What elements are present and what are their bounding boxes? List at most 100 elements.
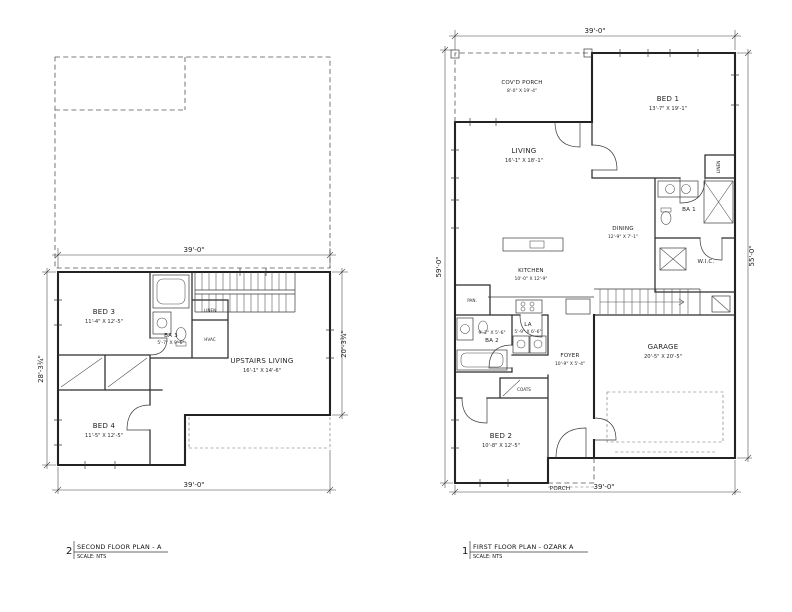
room-label-bed1: BED 1: [657, 95, 680, 103]
room-size-living: 16'-1" X 18'-1": [505, 158, 543, 164]
covered-porch-outline: [454, 52, 592, 122]
room-label-porch: PORCH: [550, 486, 571, 492]
burner: [529, 306, 535, 312]
room-size-bed3: 11'-4" X 12'-5": [85, 319, 123, 325]
room-label-living: LIVING: [512, 147, 537, 155]
dim-left: 28'-3¾": [37, 355, 45, 383]
burner: [520, 306, 526, 312]
stairs-treads: [599, 289, 689, 314]
plan-scale: SCALE: NTS: [473, 554, 502, 560]
roof-outline: [54, 56, 331, 269]
title-divider: [73, 541, 168, 559]
room-size-bed4: 11'-5" X 12'-5": [85, 433, 123, 439]
dimension-lines: [440, 30, 752, 496]
refrigerator: [565, 298, 591, 315]
room-label-foyer: FOYER: [560, 353, 579, 359]
exterior-wall: [453, 51, 737, 485]
room-label-kitchen: KITCHEN: [518, 268, 544, 274]
sink: [665, 184, 675, 194]
door-arc: [126, 404, 151, 431]
garage-door-arc: [593, 417, 617, 441]
washer-door: [516, 339, 526, 349]
door-arc: [461, 397, 488, 424]
built-in-x: [659, 247, 687, 271]
interior-walls: [57, 271, 229, 466]
sink: [681, 184, 691, 194]
dim-right: 55'-0": [748, 245, 756, 266]
range: [515, 299, 543, 314]
room-label-ba1: BA 1: [682, 207, 696, 213]
room-label-garage: GARAGE: [648, 343, 679, 351]
room-size-kitchen: 10'-0" X 12'-9": [515, 276, 548, 282]
room-size-upstairs-living: 16'-1" X 14'-6": [243, 368, 281, 374]
tub: [152, 274, 190, 309]
tub: [456, 349, 508, 371]
built-in-cabinet: [659, 247, 687, 271]
dryer-door: [533, 339, 543, 349]
plan-title: FIRST FLOOR PLAN - OZARK A: [473, 543, 574, 551]
room-label-ba3: BA 3: [164, 333, 178, 339]
stairs-arrow: [600, 298, 685, 306]
room-label-wic: W.I.C.: [698, 259, 715, 265]
lower-roof-dashed: [188, 417, 331, 449]
washer: [512, 335, 530, 354]
room-label-ba2: BA 2: [485, 338, 499, 344]
room-label-hvac: HVAC: [204, 337, 216, 342]
room-label-pan: PAN.: [467, 298, 477, 303]
toilet-tank: [660, 207, 672, 213]
door-arc: [679, 177, 706, 204]
room-size-la: 5'-9" X 6'-6": [514, 329, 541, 335]
room-size-bed1: 13'-7" X 19'-1": [649, 106, 687, 112]
sheet-number: 2: [66, 546, 72, 557]
island-sink: [529, 240, 545, 249]
interior-walls: [454, 121, 736, 459]
room-size-bed2: 10'-8" X 12'-5": [482, 443, 520, 449]
dim-top: 39'-0": [183, 246, 204, 254]
room-label-bed2: BED 2: [490, 432, 513, 440]
shower: [703, 180, 734, 224]
room-size-dining: 12'-9" X 7'-1": [608, 234, 638, 240]
window-ticks: [54, 268, 334, 469]
room-label-dining: DINING: [612, 226, 634, 232]
stairs-treads: [201, 272, 287, 312]
door-arc: [488, 344, 513, 369]
closet-lines: [502, 379, 521, 397]
kitchen-island: [502, 237, 564, 252]
toilet: [478, 320, 488, 334]
stairs-outline: [194, 272, 296, 313]
water-heater: [711, 295, 731, 313]
sink: [460, 324, 470, 334]
vanity: [152, 311, 172, 335]
room-label-linen: LINEN: [204, 308, 216, 313]
dim-top: 39'-0": [584, 27, 605, 35]
burner: [520, 301, 526, 307]
dimension-lines: [42, 248, 348, 494]
stairs-outline: [594, 288, 701, 315]
dim-bottom: 39'-0": [183, 481, 204, 489]
toilet-tank: [175, 341, 187, 347]
porch-post: [583, 48, 593, 58]
title-divider: [469, 541, 588, 559]
toilet: [660, 211, 672, 225]
burner: [529, 301, 535, 307]
exterior-wall: [56, 270, 332, 467]
dim-bottom: 39'-0": [593, 483, 614, 491]
room-label-covd-porch: COV'D PORCH: [501, 80, 542, 86]
door-arc: [149, 337, 168, 356]
room-label-coats: COATS: [517, 387, 531, 392]
tub-inner: [156, 278, 186, 305]
room-label-la: LA: [524, 322, 531, 328]
front-porch-outline: [548, 458, 595, 484]
room-label-linen: LINEN: [716, 161, 721, 173]
closet-lines: [60, 357, 148, 388]
dryer: [529, 335, 547, 354]
room-size-foyer: 10'-9" X 5'-4": [555, 361, 585, 367]
room-size-ba3: 5'-7" X 9'-6": [157, 340, 184, 346]
shower-glass: [703, 180, 734, 224]
toilet: [175, 327, 187, 341]
room-size-garage: 20'-5" X 20'-5": [644, 354, 682, 360]
vanity: [456, 317, 474, 341]
water-heater-x: [711, 295, 731, 313]
